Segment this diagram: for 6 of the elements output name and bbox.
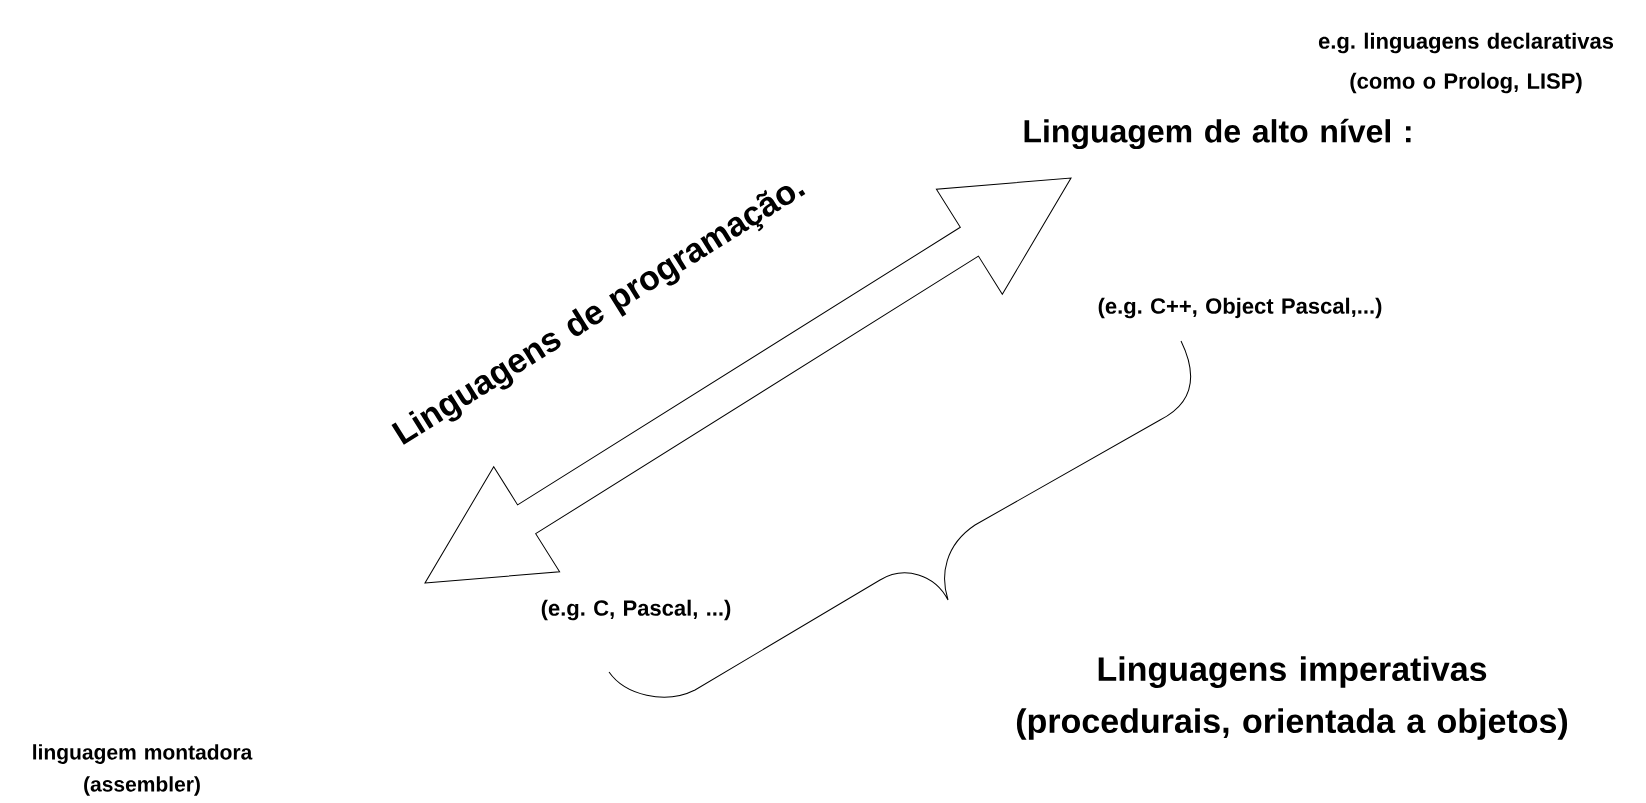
example-text: (e.g. C, Pascal, ...) (541, 599, 731, 621)
note-text: e.g. linguagens declarativas (como o Prolog, LISP) (1318, 32, 1614, 94)
heading-text: Linguagens imperativas (procedurais, orientada a objetos) (1016, 656, 1568, 740)
example-text: (e.g. C++, Object Pascal,...) (1098, 297, 1382, 319)
note-text: linguagem montadora (assembler) (33, 744, 253, 796)
heading-text: Linguagem de alto nível : (1024, 118, 1411, 150)
